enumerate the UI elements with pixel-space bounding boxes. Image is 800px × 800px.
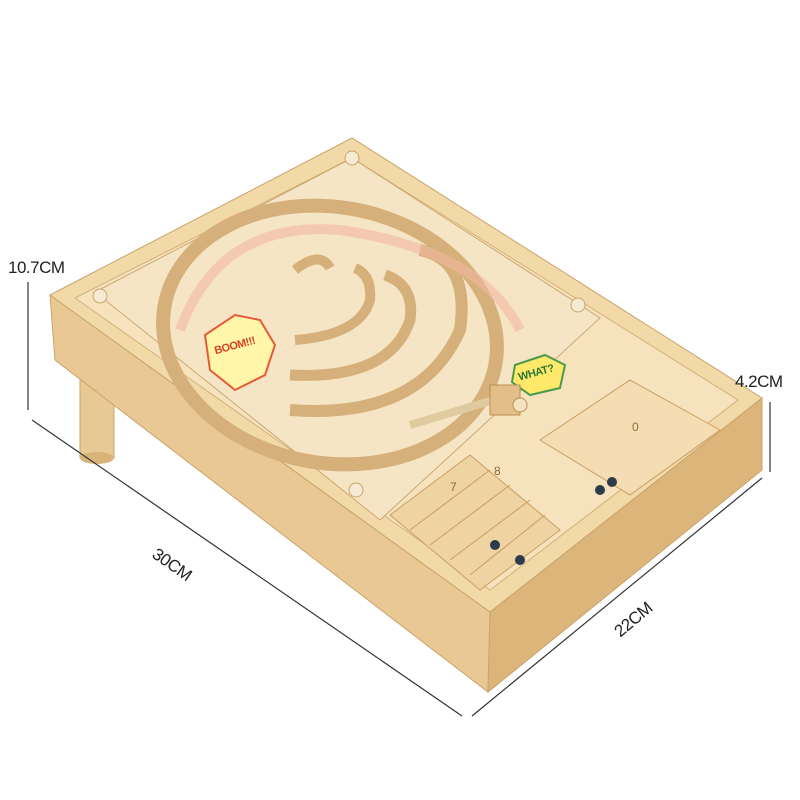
what-sticker	[510, 353, 567, 397]
swirl-artwork	[175, 224, 525, 333]
plunger	[408, 384, 528, 429]
width-dimension-line	[471, 477, 763, 717]
acrylic-game-board	[94, 157, 601, 521]
boom-sticker	[203, 313, 277, 392]
corner-pegs	[92, 150, 586, 498]
dimension-lines	[27, 282, 771, 717]
height-dimension-label: 10.7CM	[8, 258, 65, 277]
slot-number-8: 8	[494, 464, 501, 478]
marbles	[490, 477, 617, 565]
slot-number-0: 0	[632, 420, 639, 434]
length-dimension-line	[31, 419, 463, 717]
spiral-track	[156, 198, 504, 472]
slot-number-7: 7	[450, 480, 457, 494]
side-height-dimension-label: 4.2CM	[735, 372, 783, 391]
